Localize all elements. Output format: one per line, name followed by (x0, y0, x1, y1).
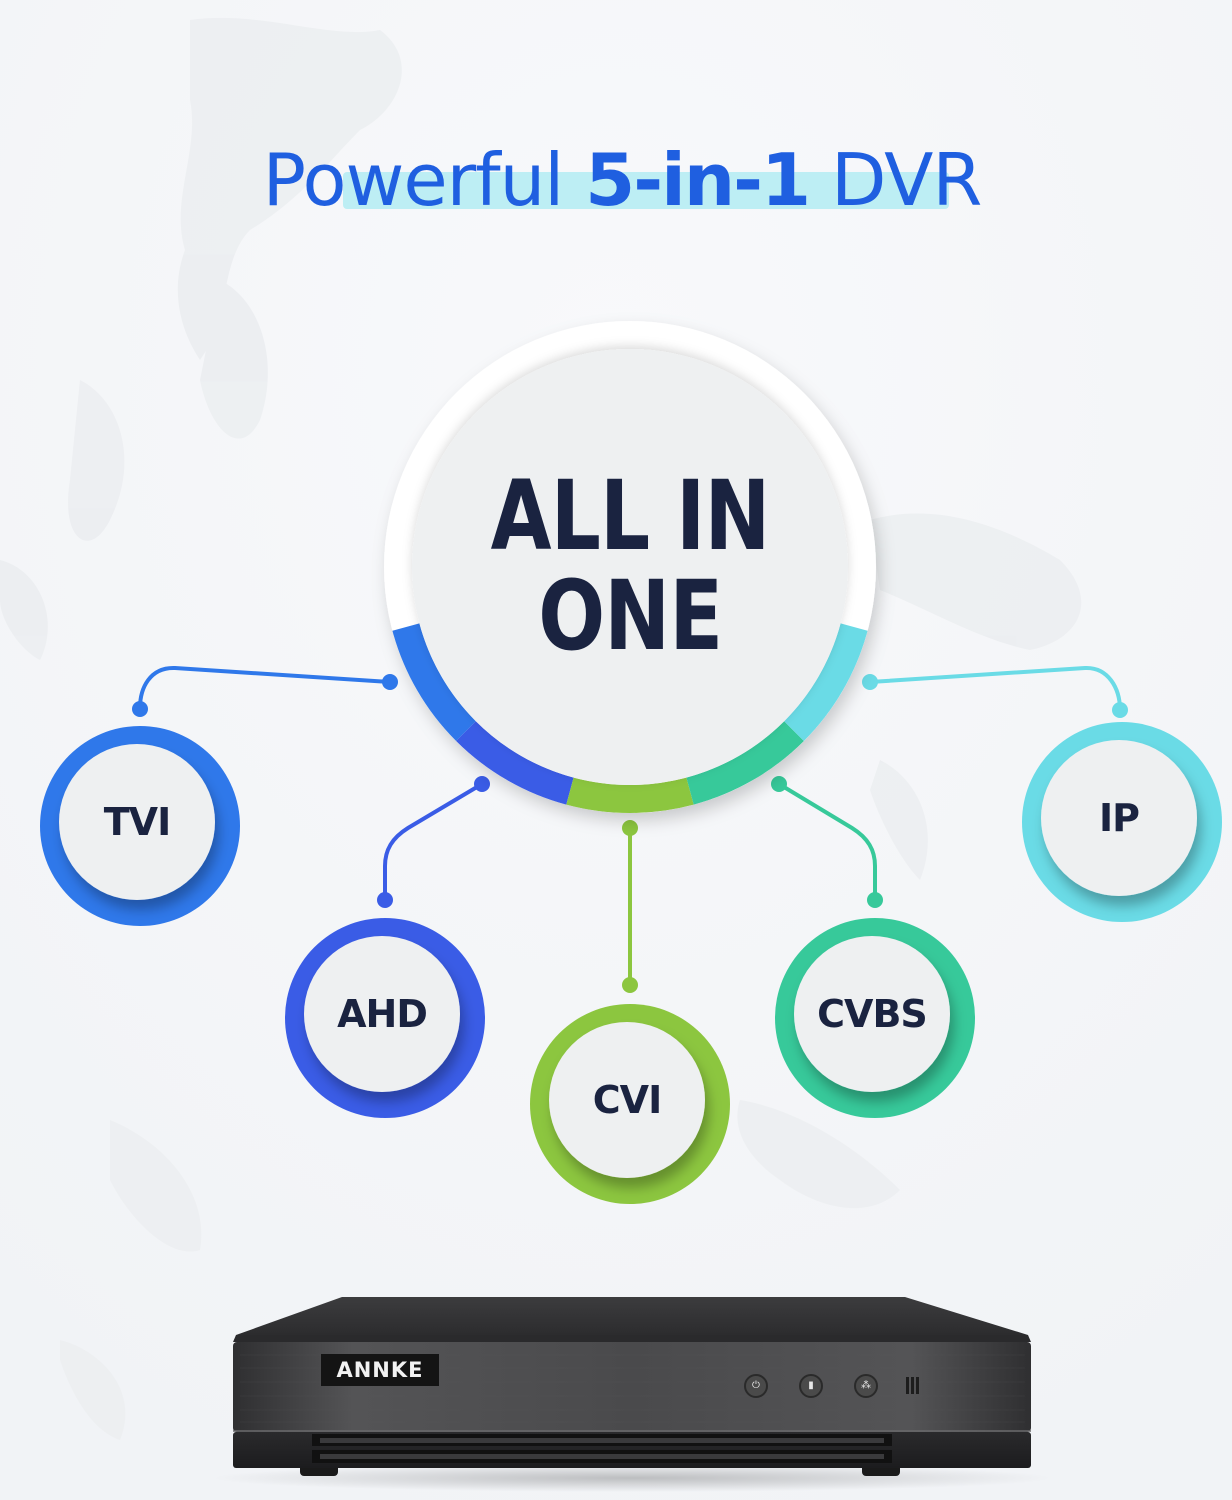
hub-label: ALL IN ONE (413, 349, 847, 783)
hub-line-1: ALL IN (490, 460, 771, 572)
hub-line-2: ONE (537, 560, 723, 672)
connector-ahd (383, 782, 484, 902)
connector-dots (132, 674, 1128, 993)
hdd-indicator-icon: ▮ (799, 1374, 823, 1398)
title-suffix: DVR (809, 138, 982, 222)
node-tvi (40, 726, 240, 926)
dvr-device (212, 1297, 1052, 1492)
title-highlight-bar (342, 172, 949, 209)
node-ahd (285, 918, 485, 1118)
node-ip (1022, 722, 1222, 922)
node-cvbs (775, 918, 975, 1118)
network-indicator-icon: ⁂ (854, 1374, 878, 1398)
dvr-top (236, 1297, 1028, 1335)
node-cvi (530, 1004, 730, 1204)
node-label-cvbs: CVBS (817, 992, 928, 1036)
world-map-watermark (0, 17, 1082, 1440)
node-label-tvi: TVI (103, 800, 171, 844)
title-prefix: Powerful (262, 138, 586, 222)
ir-receiver-icon (906, 1377, 920, 1394)
connector-cvbs (777, 782, 877, 902)
brand-logo: ANNKE (321, 1354, 439, 1386)
title-highlight-text: 5-in-1 (585, 138, 811, 222)
hub-color-arc (392, 623, 868, 813)
node-label-ahd: AHD (337, 992, 428, 1036)
page-title: Powerful 5-in-1 DVR (0, 128, 1232, 228)
hub-circle (384, 321, 876, 813)
power-indicator-icon: ⏻ (744, 1374, 768, 1398)
node-label-cvi: CVI (592, 1078, 662, 1122)
node-label-ip: IP (1099, 796, 1140, 840)
